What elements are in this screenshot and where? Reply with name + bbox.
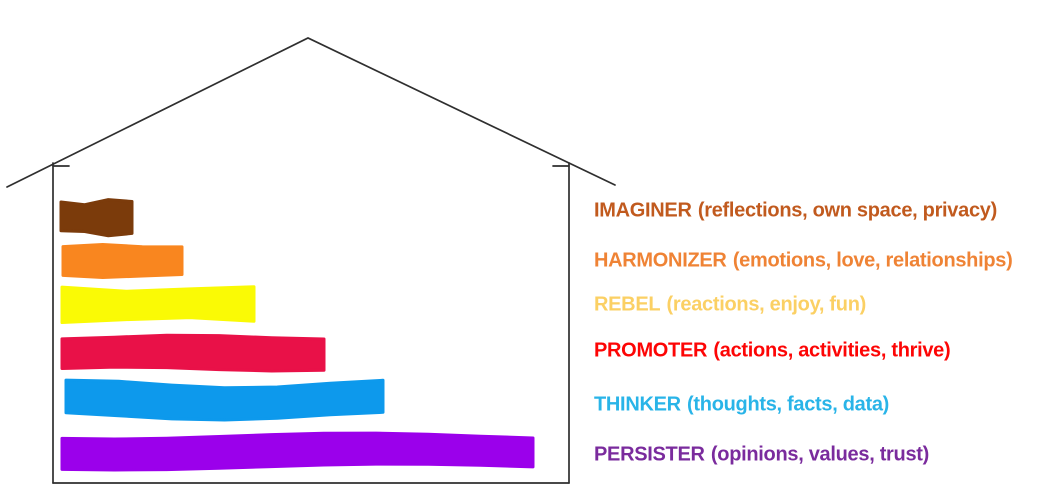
type-description: (reflections, own space, privacy) [692,199,997,222]
persister-bar [60,431,535,472]
imaginer-bar [59,198,134,238]
promoter-bar [60,333,326,373]
type-description: (thoughts, facts, data) [681,393,890,416]
type-description: (reactions, enjoy, fun) [661,293,867,316]
label-imaginer: IMAGINER (reflections, own space, privac… [594,200,997,223]
type-name: HARMONIZER [594,249,727,272]
type-name: THINKER [594,393,681,416]
label-thinker: THINKER (thoughts, facts, data) [594,394,889,417]
rebel-bar [60,285,256,324]
type-name: REBEL [594,293,661,316]
label-persister: PERSISTER (opinions, values, trust) [594,444,929,467]
house-outline [6,37,616,484]
thinker-bar [64,378,385,422]
label-promoter: PROMOTER (actions, activities, thrive) [594,339,951,363]
type-name: PROMOTER [594,339,708,362]
type-description: (actions, activities, thrive) [708,339,951,362]
bars-group [59,198,535,472]
type-name: IMAGINER [594,199,692,222]
label-rebel: REBEL (reactions, enjoy, fun) [594,294,866,317]
type-description: (emotions, love, relationships) [727,249,1013,272]
type-description: (opinions, values, trust) [705,443,930,466]
roof-line [6,37,616,188]
label-harmonizer: HARMONIZER (emotions, love, relationship… [594,249,1013,273]
type-name: PERSISTER [594,443,705,466]
harmonizer-bar [61,243,184,279]
